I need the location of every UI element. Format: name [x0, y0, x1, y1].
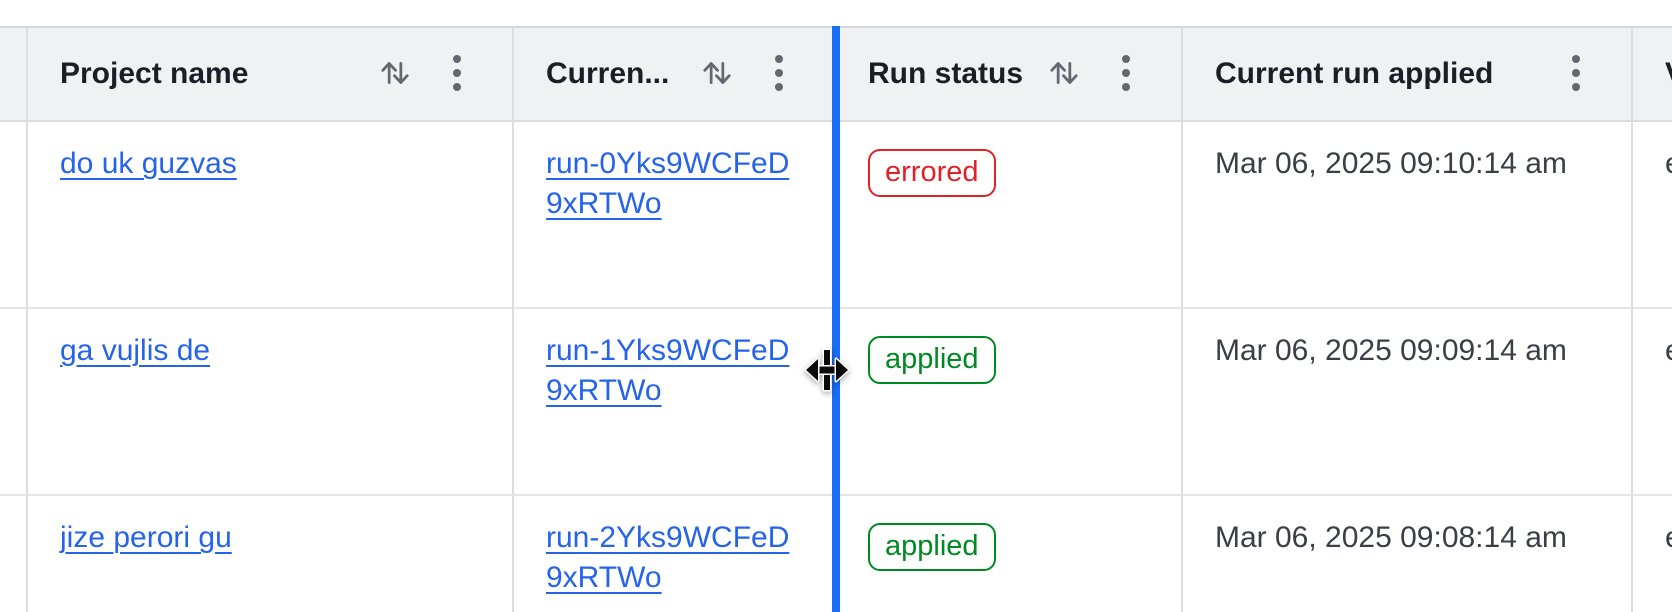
- current-run-cell: run-0Yks9WCFeD9xRTWo: [514, 122, 836, 309]
- workspaces-table: Project name Curren...: [0, 26, 1672, 612]
- column-menu-button[interactable]: [1121, 54, 1131, 95]
- kebab-menu-icon: [1571, 54, 1581, 95]
- current-run-applied-cell: Mar 06, 2025 09:08:14 am: [1183, 496, 1633, 612]
- header-run-status: Run status: [836, 26, 1183, 122]
- next-column-partial-cell: e: [1633, 496, 1672, 612]
- column-menu-button[interactable]: [774, 54, 784, 95]
- run-status-cell: applied: [836, 309, 1183, 496]
- table-row: jize perori gu run-2Yks9WCFeD9xRTWo appl…: [0, 496, 1672, 612]
- header-next-column-partial: V: [1633, 26, 1672, 122]
- next-column-partial-cell: e: [1633, 122, 1672, 309]
- header-row: Project name Curren...: [0, 26, 1672, 122]
- header-spacer-cell: [0, 26, 28, 122]
- project-name-cell: ga vujlis de: [28, 309, 514, 496]
- column-label-run-status: Run status: [868, 57, 1023, 90]
- table-row: do uk guzvas run-0Yks9WCFeD9xRTWo errore…: [0, 122, 1672, 309]
- run-link[interactable]: run-2Yks9WCFeD9xRTWo: [546, 521, 790, 594]
- current-run-cell: run-1Yks9WCFeD9xRTWo: [514, 309, 836, 496]
- column-menu-button[interactable]: [452, 54, 462, 95]
- spacer-cell: [0, 309, 28, 496]
- project-link[interactable]: do uk guzvas: [60, 147, 237, 180]
- next-column-partial-cell: e: [1633, 309, 1672, 496]
- header-project-name: Project name: [28, 26, 514, 122]
- column-label-partial: V: [1665, 57, 1672, 91]
- project-link[interactable]: jize perori gu: [60, 521, 232, 554]
- table-row: ga vujlis de run-1Yks9WCFeD9xRTWo applie…: [0, 309, 1672, 496]
- current-run-applied-cell: Mar 06, 2025 09:10:14 am: [1183, 122, 1633, 309]
- run-link[interactable]: run-1Yks9WCFeD9xRTWo: [546, 334, 790, 407]
- header-current-run-applied: Current run applied: [1183, 26, 1633, 122]
- sort-arrows-icon: [1047, 56, 1081, 93]
- column-resize-indicator[interactable]: [832, 26, 840, 612]
- project-link[interactable]: ga vujlis de: [60, 334, 211, 367]
- run-status-cell: errored: [836, 122, 1183, 309]
- column-menu-button[interactable]: [1571, 54, 1581, 95]
- column-label-current-run-applied: Current run applied: [1215, 57, 1494, 90]
- header-current-run: Curren...: [514, 26, 836, 122]
- status-badge: errored: [868, 149, 996, 197]
- kebab-menu-icon: [1121, 54, 1131, 95]
- sort-arrows-icon: [700, 56, 734, 93]
- sort-button[interactable]: [378, 56, 412, 93]
- sort-arrows-icon: [378, 56, 412, 93]
- project-name-cell: jize perori gu: [28, 496, 514, 612]
- run-link[interactable]: run-0Yks9WCFeD9xRTWo: [546, 147, 790, 220]
- column-label-project-name: Project name: [60, 57, 249, 90]
- column-label-current-run: Curren...: [546, 57, 670, 90]
- run-status-cell: applied: [836, 496, 1183, 612]
- spacer-cell: [0, 496, 28, 612]
- current-run-applied-cell: Mar 06, 2025 09:09:14 am: [1183, 309, 1633, 496]
- project-name-cell: do uk guzvas: [28, 122, 514, 309]
- spacer-cell: [0, 122, 28, 309]
- sort-button[interactable]: [1047, 56, 1081, 93]
- status-badge: applied: [868, 523, 996, 571]
- kebab-menu-icon: [452, 54, 462, 95]
- current-run-cell: run-2Yks9WCFeD9xRTWo: [514, 496, 836, 612]
- status-badge: applied: [868, 336, 996, 384]
- sort-button[interactable]: [700, 56, 734, 93]
- kebab-menu-icon: [774, 54, 784, 95]
